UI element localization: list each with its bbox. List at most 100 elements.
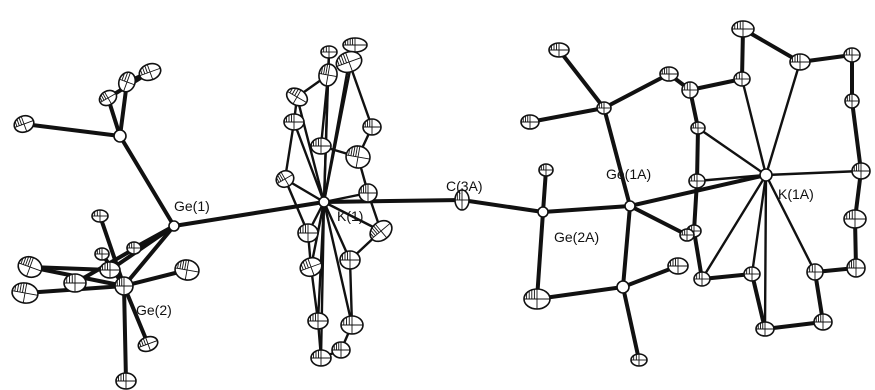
atom-c18 [310,349,332,367]
atom-c13 [297,223,319,243]
bond-a11-a12 [850,99,863,173]
atom-c3a [454,189,470,211]
bond-k1-c14 [322,200,352,262]
label-ge1: Ge(1) [174,198,210,214]
bond-ge1-k1 [172,200,326,228]
atom-a19 [743,266,761,282]
atom-a27 [679,228,695,242]
bond-a17-a16 [692,179,699,233]
atom-c15 [299,256,323,278]
atom-m14 [137,335,159,353]
atom-a25 [667,257,689,275]
atom-m3 [98,89,118,107]
atom-a4 [596,101,612,115]
label-ge2a: Ge(2A) [554,229,599,245]
bond-k1-c4 [322,60,351,204]
bond-c7-c9 [283,120,296,181]
atom-c8 [310,137,332,155]
atom-c17 [340,315,364,335]
atom-m11 [17,255,43,279]
atom-a11 [844,93,860,109]
atom-a20 [806,263,824,281]
atom-c14 [339,250,361,270]
label-ge1a: Ge(1A) [606,166,651,182]
bond-k1a-a9 [764,60,802,177]
bond-a8-a9 [741,27,802,64]
atom-a2 [520,114,540,130]
bond-k1a-a21 [763,173,768,331]
label-c3a: C(3A) [446,178,483,194]
atom-k1a [759,168,773,182]
bond-ge1a-a4 [602,106,632,208]
bond-ge2a-ge1a [541,204,632,214]
atom-c12 [369,219,393,243]
atom-c10 [345,145,371,169]
bond-a18-a17 [692,229,704,281]
atom-ge1a [624,200,636,212]
atom-c7 [283,113,305,131]
atom-m9 [174,259,200,281]
atom-c5 [285,87,309,107]
bond-a24-a26 [621,285,641,362]
bond-k1-c3a [322,198,464,204]
bond-a21-a19 [750,272,767,331]
atom-ge1 [168,220,180,232]
bond-k1-c5 [295,95,326,204]
bond-a4-a3 [557,48,606,110]
atom-a15 [690,121,706,135]
bond-m2-m1 [22,122,122,138]
atom-a21 [755,321,775,337]
atom-ellipsoids [11,20,871,390]
atom-a9 [789,53,811,71]
atom-m8 [126,241,142,255]
bond-ge2-m15 [122,284,128,383]
atom-a24 [616,280,630,294]
label-k1: K(1) [337,208,363,224]
atom-a16 [688,173,706,189]
bond-k1a-a18 [700,173,768,281]
atom-c19 [331,341,351,359]
bond-ge1-m2 [118,134,176,228]
label-k1a: K(1A) [778,186,814,202]
atom-c6 [362,118,382,136]
bond-c4-c6 [347,60,374,129]
atom-m6 [91,209,109,223]
bond-k1a-a20 [764,173,817,274]
bond-k1a-a15 [696,126,768,177]
bond-ge1a-a24 [621,204,632,289]
bond-a6-a7 [688,77,744,92]
bond-a4-a2 [528,106,606,124]
bond-k1a-a12 [764,169,863,177]
atom-c9 [275,169,295,189]
atom-c3 [318,63,338,87]
atom-m5 [117,71,137,93]
atom-a18 [693,271,711,287]
bond-k1-c18 [319,200,326,360]
bond-k1-c12 [322,200,383,233]
bond-k1-c7 [292,120,326,204]
bond-a24-a23 [535,285,625,301]
atom-a6 [681,81,699,99]
bond-ge1-m13 [73,224,176,285]
bond-k1-c17 [322,200,354,327]
bond-ge1a-a27 [628,204,689,237]
atom-m12 [11,282,39,304]
atom-a22 [813,313,833,331]
atom-k1 [318,196,330,208]
atom-a13 [843,209,867,229]
label-ge2: Ge(2) [136,302,172,318]
atom-a3 [548,42,570,58]
atom-a1 [538,163,554,177]
atom-c16 [307,312,329,330]
atom-m10 [99,261,121,279]
atom-a10 [843,47,861,63]
bond-ge2-m6 [98,214,126,288]
atom-m13 [63,273,87,293]
bond-k1a-a16 [695,173,768,183]
bond-k1a-a7 [740,77,768,177]
atom-m15 [115,372,137,390]
atom-a26 [630,353,648,367]
bond-k1a-a19 [750,173,768,276]
bond-a4-a5 [602,72,671,110]
